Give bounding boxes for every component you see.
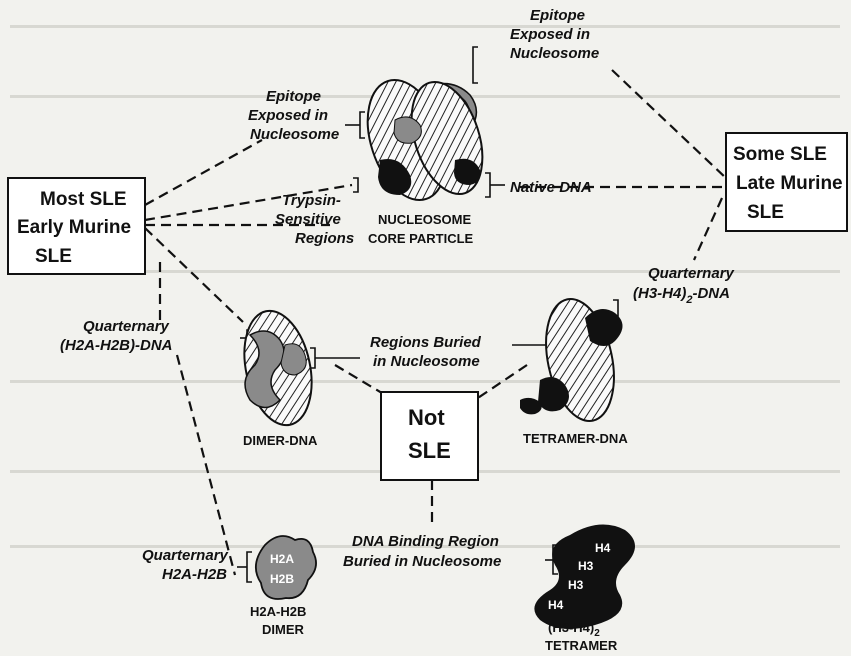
svg-text:(H3-H4)2: (H3-H4)2 [548,620,600,639]
svg-text:(H2A-H2B)-DNA: (H2A-H2B)-DNA [60,337,173,354]
box-not-sle: Not SLE [380,391,479,481]
h4-label-top: H4 [595,541,611,555]
h4-label-bottom: H4 [548,598,564,612]
label-epitope-top: Epitope Exposed in Nucleosome [510,7,599,62]
box-not-sle-line1: Not [408,405,445,430]
box-most-sle-line2: Early Murine [17,217,131,238]
svg-text:Buried in Nucleosome: Buried in Nucleosome [343,553,501,570]
box-some-sle: Some SLE Late Murine SLE [725,132,848,232]
label-quarternary-h3h4-dna: Quarternary (H3-H4)2-DNA [633,265,735,306]
svg-text:Nucleosome: Nucleosome [510,45,599,62]
svg-text:H2A-H2B: H2A-H2B [162,566,227,583]
label-dna-binding-region: DNA Binding Region Buried in Nucleosome [343,533,501,570]
box-most-sle-line3: SLE [35,246,72,267]
svg-text:Regions: Regions [295,230,354,247]
dimer-dna-structure [243,309,313,427]
label-quarternary-h2a-h2b: Quarternary H2A-H2B [142,547,229,583]
box-most-sle-line1: Most SLE [40,189,127,210]
nucleosome-core-particle-structure [366,78,484,202]
h3h4-tetramer-structure: H4 H3 H3 H4 [534,524,635,629]
svg-text:Quarternary: Quarternary [142,547,229,564]
svg-text:Trypsin-: Trypsin- [282,192,341,209]
label-epitope-left: Epitope Exposed in Nucleosome [248,88,339,143]
caption-dimer-dna: DIMER-DNA [243,433,318,448]
svg-text:Nucleosome: Nucleosome [250,126,339,143]
svg-text:Quarternary: Quarternary [83,318,170,335]
h3-label-2: H3 [568,578,584,592]
box-some-sle-line3: SLE [747,202,784,223]
svg-text:Exposed in: Exposed in [510,26,590,43]
caption-nucleosome-core-particle: NUCLEOSOME CORE PARTICLE [368,212,474,246]
svg-text:NUCLEOSOME: NUCLEOSOME [378,212,472,227]
svg-text:Epitope: Epitope [266,88,321,105]
label-quarternary-h2a-h2b-dna: Quarternary (H2A-H2B)-DNA [60,318,173,354]
box-some-sle-line2: Late Murine [736,173,843,194]
h2b-label: H2B [270,572,294,586]
svg-text:TETRAMER: TETRAMER [545,638,618,653]
svg-text:Exposed in: Exposed in [248,107,328,124]
svg-text:Sensitive: Sensitive [275,211,341,228]
caption-h2a-h2b-dimer: H2A-H2B DIMER [250,604,306,637]
svg-text:in Nucleosome: in Nucleosome [373,353,480,370]
h2a-label: H2A [270,552,294,566]
label-native-dna: Native DNA [510,179,592,196]
box-some-sle-line1: Some SLE [733,144,827,165]
svg-text:H2A-H2B: H2A-H2B [250,604,306,619]
label-trypsin-sensitive: Trypsin- Sensitive Regions [275,192,354,247]
svg-text:CORE PARTICLE: CORE PARTICLE [368,231,474,246]
svg-text:(H3-H4)2-DNA: (H3-H4)2-DNA [633,285,730,306]
svg-text:DIMER: DIMER [262,622,305,637]
label-regions-buried: Regions Buried in Nucleosome [370,334,482,370]
caption-h3h4-tetramer: (H3-H4)2 TETRAMER [545,620,618,653]
svg-text:Regions Buried: Regions Buried [370,334,482,351]
box-not-sle-line2: SLE [408,438,451,463]
caption-tetramer-dna: TETRAMER-DNA [523,431,628,446]
h3-label-1: H3 [578,559,594,573]
svg-text:Quarternary: Quarternary [648,265,735,282]
box-most-sle: Most SLE Early Murine SLE [7,177,146,275]
tetramer-dna-structure [520,297,623,423]
svg-text:Epitope: Epitope [530,7,585,24]
h2a-h2b-dimer-structure: H2A H2B [255,535,317,600]
svg-text:DNA Binding Region: DNA Binding Region [352,533,499,550]
